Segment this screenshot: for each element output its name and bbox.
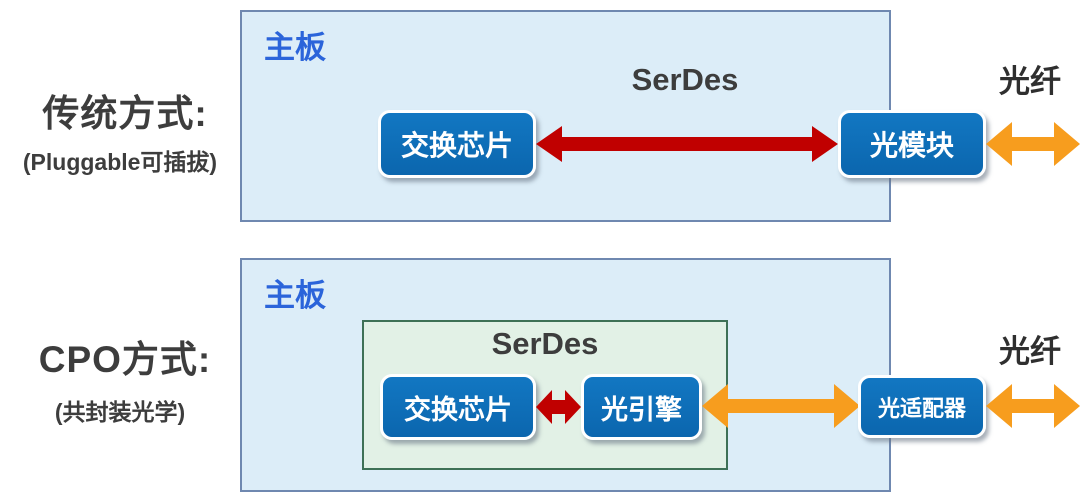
- cpo-fiber-label: 光纤: [999, 334, 1061, 369]
- traditional-motherboard-box: 主板: [240, 10, 891, 222]
- traditional-serdes-arrow: [536, 126, 838, 162]
- traditional-optical-module-box: 光模块: [838, 110, 986, 178]
- cpo-engine-adapter-arrow: [702, 384, 860, 428]
- traditional-title: 传统方式:: [42, 93, 208, 134]
- cpo-motherboard-label: 主板: [264, 278, 326, 313]
- cpo-subtitle: (共封装光学): [54, 399, 186, 425]
- traditional-serdes-label: SerDes: [631, 62, 739, 97]
- traditional-optical-module-label: 光模块: [869, 130, 954, 161]
- traditional-switch-chip-box: 交换芯片: [378, 110, 536, 178]
- cpo-serdes-arrow: [536, 390, 581, 424]
- traditional-motherboard-label: 主板: [264, 30, 326, 65]
- cpo-serdes-label: SerDes: [491, 326, 599, 361]
- cpo-optical-adapter-label: 光适配器: [877, 395, 966, 421]
- cpo-fiber-arrow: [986, 384, 1080, 428]
- cpo-optical-engine-box: 光引擎: [581, 374, 702, 440]
- cpo-switch-chip-label: 交换芯片: [404, 394, 512, 425]
- cpo-optical-adapter-box: 光适配器: [858, 375, 986, 438]
- traditional-fiber-arrow: [986, 122, 1080, 166]
- cpo-title: CPO方式:: [38, 339, 212, 380]
- traditional-switch-chip-label: 交换芯片: [400, 130, 513, 161]
- traditional-subtitle: (Pluggable可插拔): [22, 149, 218, 175]
- cpo-optical-engine-label: 光引擎: [601, 394, 682, 425]
- cpo-switch-chip-box: 交换芯片: [380, 374, 536, 440]
- traditional-fiber-label: 光纤: [999, 64, 1061, 99]
